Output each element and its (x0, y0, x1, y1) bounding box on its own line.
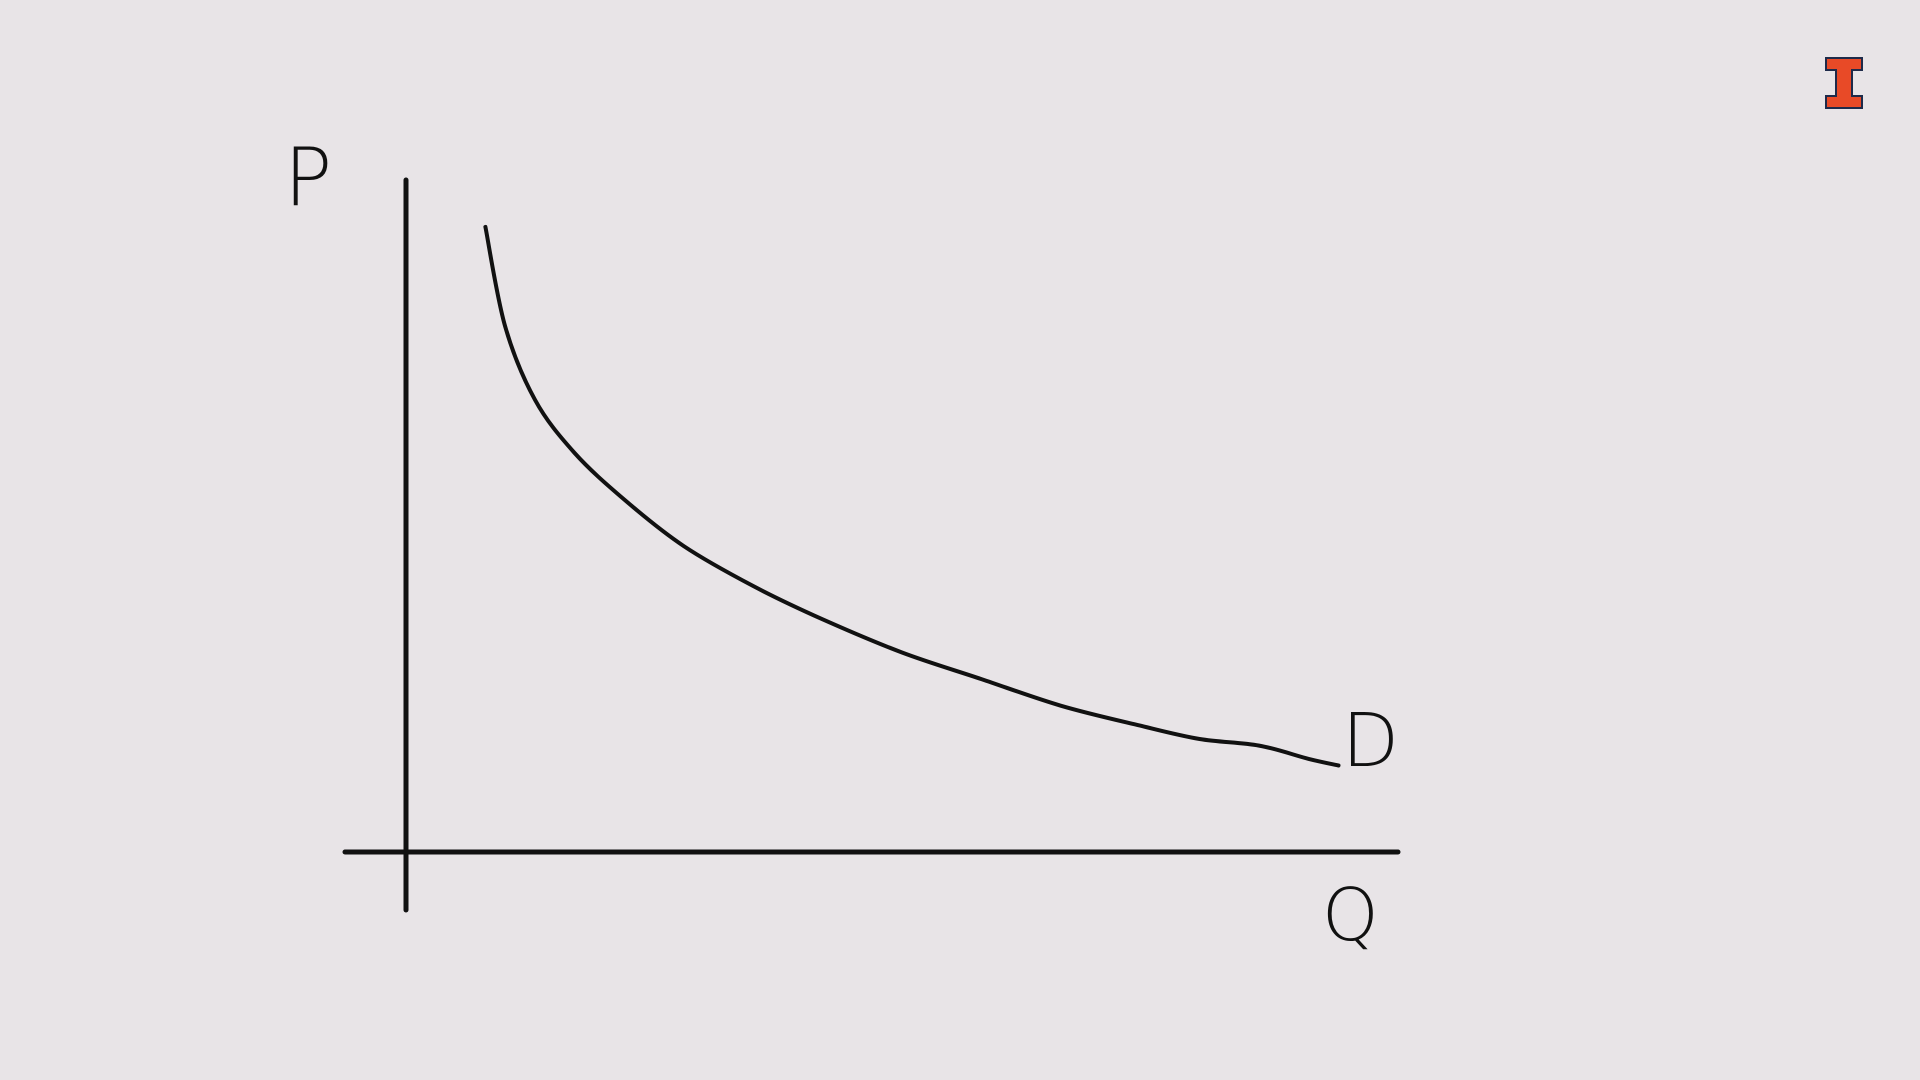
x-axis-label: Q (1322, 873, 1379, 957)
y-axis-label: P (284, 131, 332, 224)
block-i-icon (1825, 57, 1863, 109)
series-d-label: D (1342, 698, 1399, 784)
series-d-line (483, 224, 1341, 768)
